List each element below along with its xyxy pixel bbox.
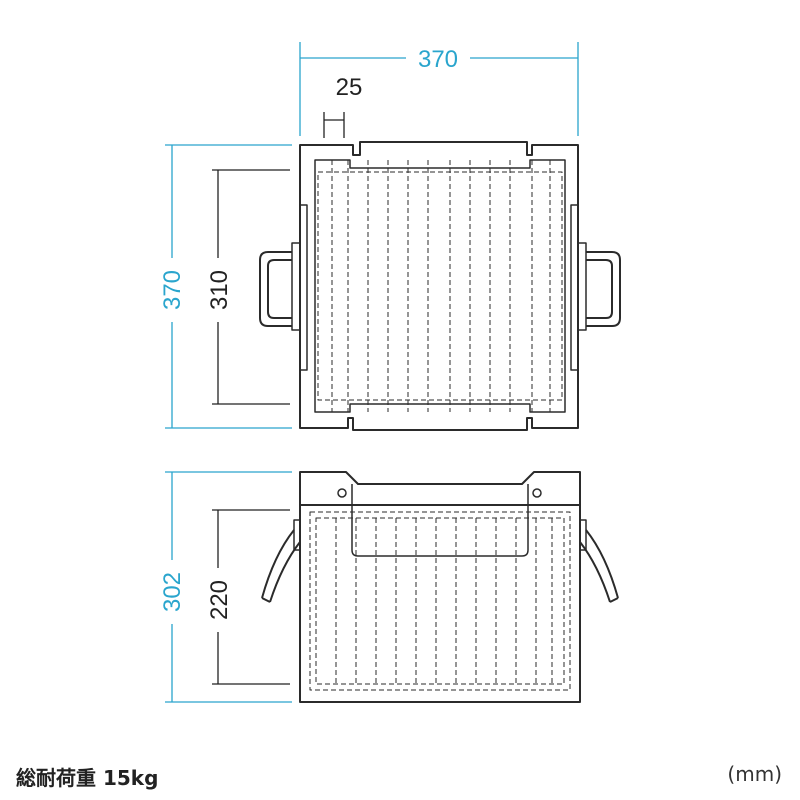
rim-width-label: 25 [336, 74, 363, 101]
front-inner-height-dimension [212, 509, 290, 685]
front-view-slats [335, 518, 553, 684]
front-view-dashed-outline [309, 511, 571, 691]
top-width-dimension [299, 42, 579, 136]
top-view-right-handle-plate [577, 242, 587, 331]
front-view-right-rivet [532, 488, 542, 498]
front-view-left-handle [261, 529, 301, 603]
top-view-right-flange [570, 204, 579, 371]
top-view-left-flange [299, 204, 308, 371]
front-view-body [299, 504, 581, 703]
front-view-right-handle [579, 529, 619, 603]
front-view-handle-slot [351, 484, 529, 557]
top-view-inner-rim [314, 159, 566, 413]
front-view-left-rivet [337, 488, 347, 498]
front-height-label: 302 [159, 572, 186, 612]
top-width-label: 370 [418, 46, 458, 73]
front-inner-height-label: 220 [206, 580, 233, 620]
top-view-right-handle [586, 251, 621, 327]
front-height-dimension [165, 471, 292, 703]
top-view-left-handle-plate [291, 242, 301, 331]
front-view-left-clip [293, 519, 301, 551]
top-height-dimension [165, 144, 292, 429]
top-inner-height-dimension [212, 169, 290, 405]
top-view-outline [299, 141, 579, 431]
top-inner-height-label: 310 [206, 270, 233, 310]
front-view-rim [299, 471, 581, 506]
load-capacity-caption: 総耐荷重 15kg [16, 766, 159, 790]
top-view-dashed-perimeter [317, 171, 563, 401]
top-view-left-handle [259, 251, 292, 327]
front-view [261, 471, 619, 703]
rim-width-dimension [323, 112, 345, 138]
top-height-label: 370 [159, 270, 186, 310]
top-view-slats [331, 160, 551, 412]
front-view-right-clip [579, 519, 587, 551]
top-view [259, 141, 621, 431]
unit-caption: (mm) [727, 762, 782, 786]
